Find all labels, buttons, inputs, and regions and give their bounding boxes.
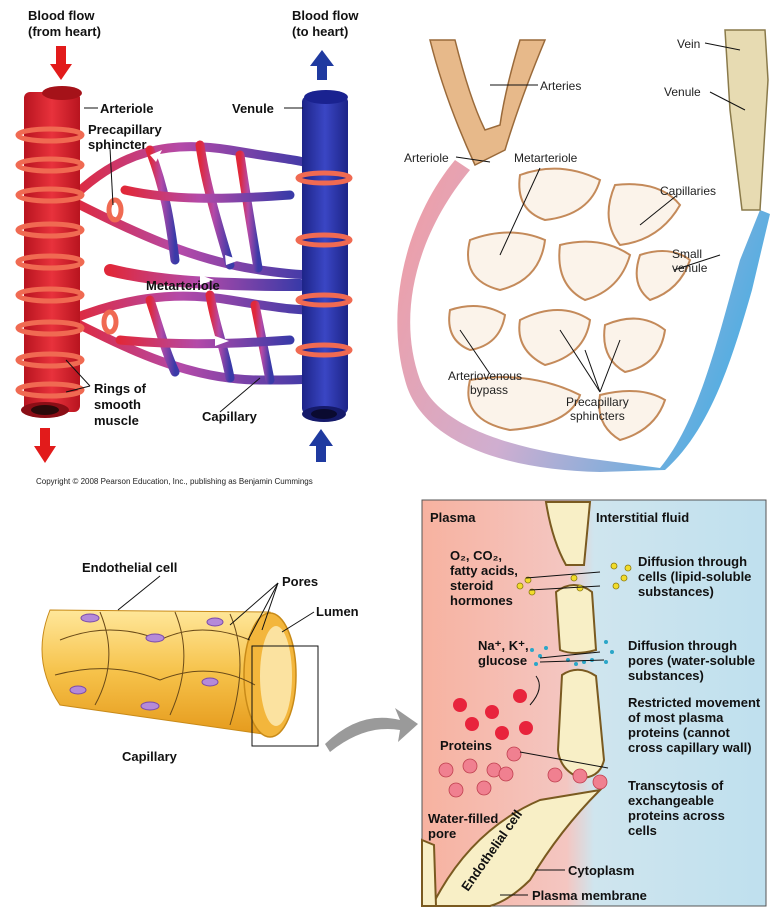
label-water-filled-pore-2: pore (428, 826, 456, 841)
label-arteriole-p2: Arteriole (404, 151, 449, 165)
label-hormones: hormones (450, 593, 513, 608)
label-av-bypass-2: bypass (470, 383, 508, 397)
label-restricted-3: proteins (cannot (628, 725, 731, 740)
label-diffusion-pores-2: pores (water-soluble (628, 653, 755, 668)
label-restricted-4: cross capillary wall) (628, 740, 752, 755)
capillary-network (70, 145, 315, 380)
label-transcytosis-1: Transcytosis of (628, 778, 724, 793)
label-diffusion-pores-3: substances) (628, 668, 704, 683)
label-precap-sphincters-1: Precapillary (566, 395, 629, 409)
arrow-in-bottom-blue (309, 429, 333, 462)
label-ions: Na⁺, K⁺, (478, 638, 529, 653)
label-diffusion-cells-3: substances) (638, 584, 714, 599)
label-gases: O₂, CO₂, (450, 548, 502, 563)
label-cytoplasm: Cytoplasm (568, 863, 634, 878)
label-transcytosis-2: exchangeable (628, 793, 714, 808)
capillary-lumen (260, 626, 292, 726)
label-glucose: glucose (478, 653, 527, 668)
arteries-vessel (430, 40, 545, 165)
label-diffusion-cells-2: cells (lipid-soluble (638, 569, 751, 584)
label-rings-2: smooth (94, 397, 141, 412)
label-capillary-p1: Capillary (202, 409, 258, 424)
label-interstitial-fluid: Interstitial fluid (596, 510, 689, 525)
label-transcytosis-3: proteins across (628, 808, 725, 823)
arrow-in-top (50, 46, 72, 80)
label-capillary-p3: Capillary (122, 749, 178, 764)
label-restricted-1: Restricted movement (628, 695, 761, 710)
label-venule: Venule (232, 101, 274, 116)
label-metarteriole-p2: Metarteriole (514, 151, 578, 165)
label-rings-1: Rings of (94, 381, 147, 396)
panel-capillary-exchange: Plasma Interstitial fluid O₂, CO₂, fatty… (422, 500, 766, 906)
label-water-filled-pore-1: Water-filled (428, 811, 498, 826)
label-steroid: steroid (450, 578, 493, 593)
label-precapillary-sphincter-2: sphincter (88, 137, 147, 152)
label-fatty-acids: fatty acids, (450, 563, 518, 578)
label-blood-flow-from-heart-1: Blood flow (28, 8, 95, 23)
label-arteriole: Arteriole (100, 101, 153, 116)
label-blood-flow-to-heart-1: Blood flow (292, 8, 359, 23)
label-precapillary-sphincter-1: Precapillary (88, 122, 162, 137)
label-rings-3: muscle (94, 413, 139, 428)
label-vein: Vein (677, 37, 700, 51)
label-capillaries: Capillaries (660, 184, 716, 198)
label-small-venule-2: venule (672, 261, 708, 275)
label-plasma-membrane: Plasma membrane (532, 888, 647, 903)
label-proteins: Proteins (440, 738, 492, 753)
label-venule-p2: Venule (664, 85, 701, 99)
label-arteries: Arteries (540, 79, 581, 93)
panel-capillary-tube: Endothelial cell Pores Lumen Capillary (10, 500, 418, 900)
arrow-out-bottom-red (34, 428, 56, 463)
label-endothelial-cell: Endothelial cell (82, 560, 177, 575)
label-small-venule-1: Small (672, 247, 702, 261)
label-av-bypass-1: Arteriovenous (448, 369, 522, 383)
copyright-text: Copyright © 2008 Pearson Education, Inc.… (36, 477, 313, 486)
venule-vessel (302, 90, 348, 422)
label-plasma: Plasma (430, 510, 476, 525)
label-metarteriole: Metarteriole (146, 278, 220, 293)
vein-vessel (725, 30, 768, 210)
label-transcytosis-4: cells (628, 823, 657, 838)
label-restricted-2: of most plasma (628, 710, 724, 725)
label-diffusion-cells-1: Diffusion through (638, 554, 747, 569)
panel-capillary-bed-schematic: Blood flow (from heart) Blood flow (to h… (18, 8, 359, 486)
label-precap-sphincters-2: sphincters (570, 409, 625, 423)
arrow-out-top (310, 50, 334, 80)
label-blood-flow-to-heart-2: (to heart) (292, 24, 348, 39)
panel-capillary-bed-illustration: Vein Arteries Venule Arteriole Metarteri… (397, 30, 770, 472)
label-blood-flow-from-heart-2: (from heart) (28, 24, 101, 39)
label-pores: Pores (282, 574, 318, 589)
label-diffusion-pores-1: Diffusion through (628, 638, 737, 653)
label-lumen: Lumen (316, 604, 359, 619)
